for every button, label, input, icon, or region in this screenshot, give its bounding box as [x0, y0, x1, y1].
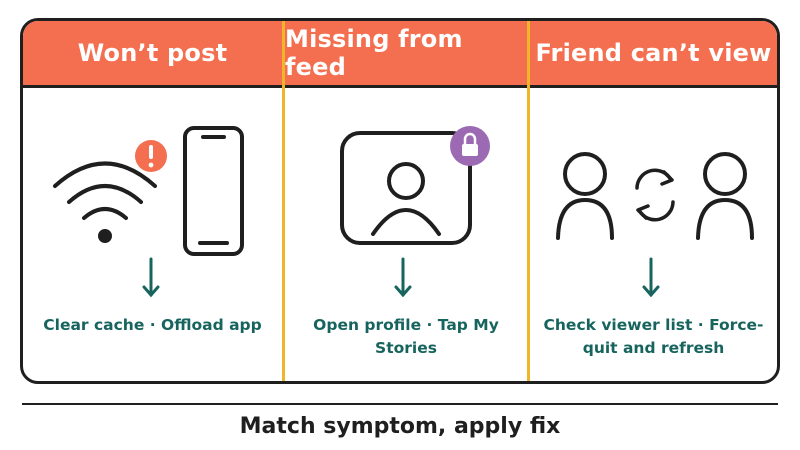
column-friend-cant-view: Friend can’t view — [530, 21, 777, 381]
lock-badge-icon — [450, 126, 490, 166]
caption: Match symptom, apply fix — [239, 413, 561, 439]
fix-text: Check viewer list · Force-quit and refre… — [543, 316, 764, 357]
symptom-fix-card: Won’t post — [20, 18, 780, 384]
column-missing-from-feed: Missing from feed Open profi — [285, 21, 527, 381]
fix-text: Clear cache · Offload app — [43, 316, 262, 334]
column-title: Missing from feed — [285, 25, 463, 81]
icon-group — [23, 116, 282, 266]
alert-badge-icon — [135, 140, 167, 172]
person-icon — [556, 152, 614, 240]
icon-group — [285, 116, 527, 266]
column-title: Friend can’t view — [535, 39, 772, 67]
icon-group — [530, 116, 777, 266]
down-arrow-icon — [394, 257, 412, 298]
down-arrow-icon — [142, 257, 160, 298]
caption-rule — [22, 403, 778, 405]
wifi-icon — [53, 161, 157, 243]
column-title: Won’t post — [77, 39, 228, 67]
profile-frame-icon — [340, 131, 472, 245]
header-bar — [23, 21, 777, 88]
column-divider — [282, 21, 285, 381]
refresh-icon — [635, 168, 675, 222]
fix-text: Open profile · Tap My Stories — [313, 316, 499, 357]
person-icon — [696, 152, 754, 240]
phone-icon — [183, 126, 244, 256]
down-arrow-icon — [642, 257, 660, 298]
column-divider — [527, 21, 530, 381]
column-wont-post: Won’t post — [23, 21, 282, 381]
